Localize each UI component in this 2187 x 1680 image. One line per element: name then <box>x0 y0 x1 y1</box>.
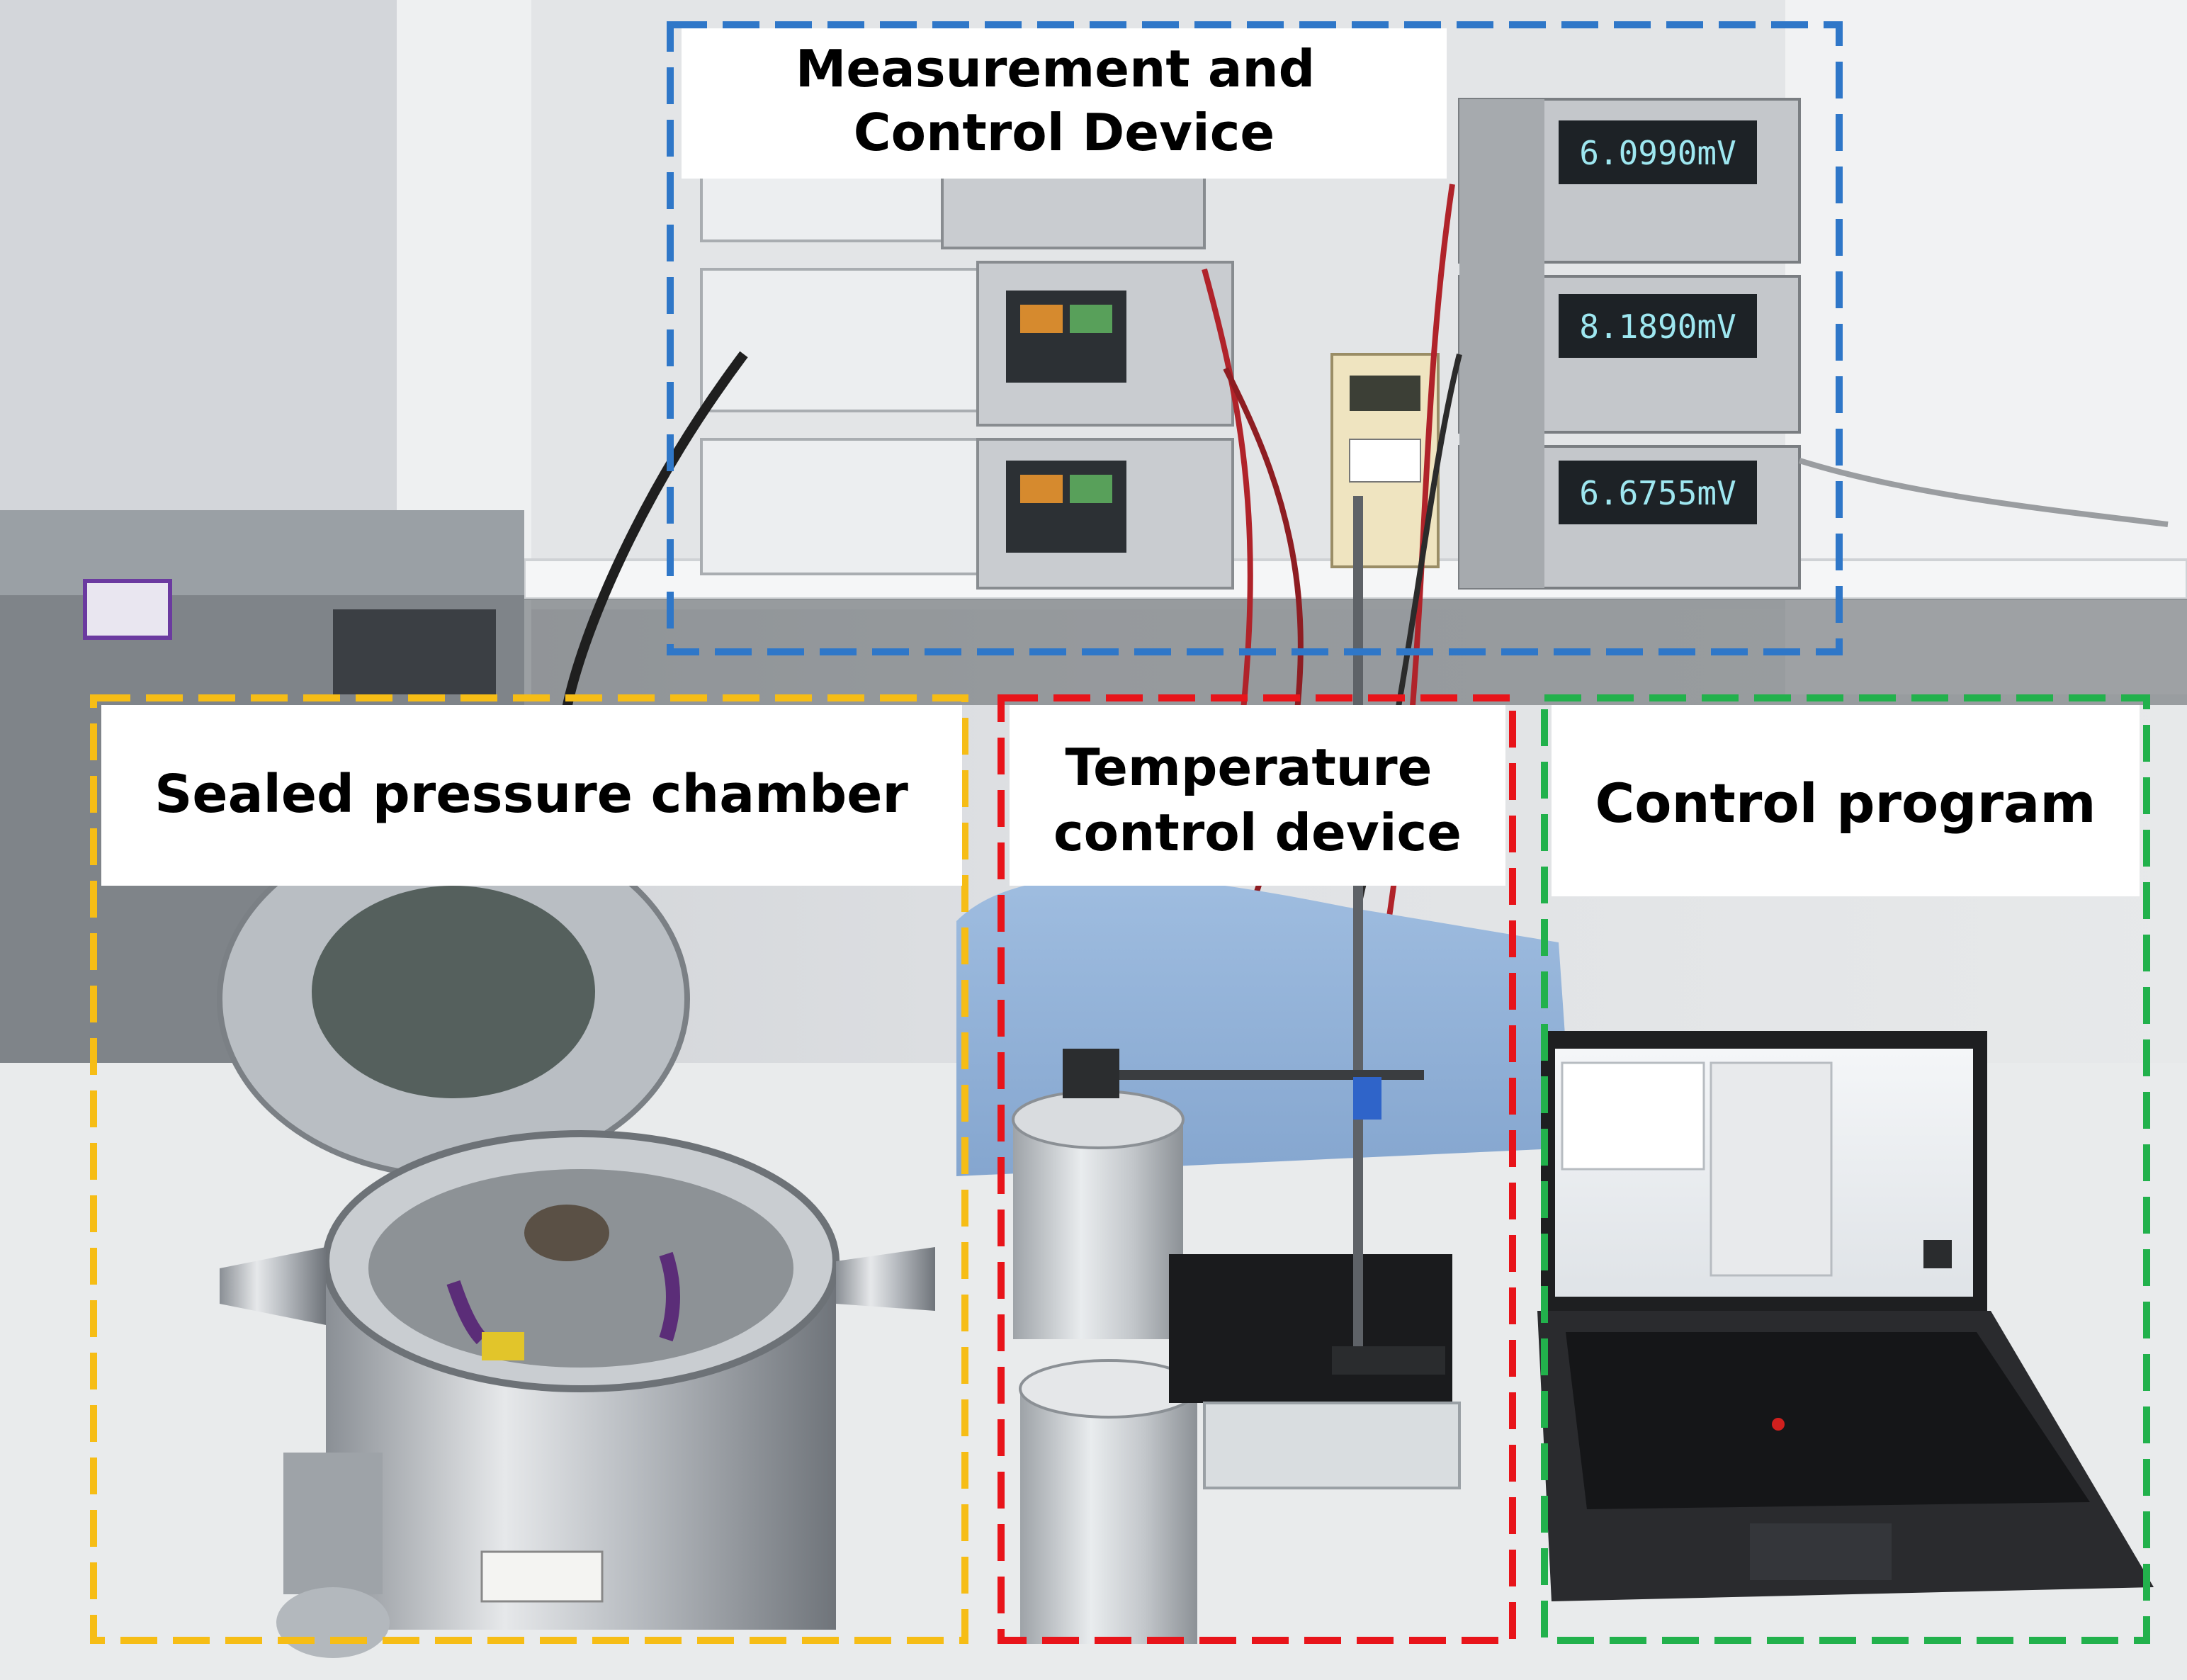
dmm-bottom-readout: 6.6755mV <box>1579 474 1736 512</box>
left-cabinet-top <box>0 510 524 595</box>
measurement-region-outline <box>667 21 1843 655</box>
temperature-label-line-2: control device <box>1053 803 1462 862</box>
pressure-chamber-vessel <box>217 819 935 1658</box>
chamber-region-outline <box>90 694 968 1644</box>
temperature-label-line-1: Temperature <box>1066 738 1432 797</box>
chamber-label: Sealed pressure chamber <box>154 764 908 825</box>
program-label-box <box>1552 705 2140 896</box>
measurement-label-box <box>682 28 1447 179</box>
laptop <box>1537 1031 2154 1601</box>
dmm-top-readout: 6.0990mV <box>1579 134 1736 172</box>
measurement-label-line-1: Measurement and <box>796 39 1316 98</box>
multimeter-stack <box>1458 98 1801 590</box>
program-label: Control program <box>1595 772 2096 835</box>
temperature-display-unit <box>1330 353 1440 568</box>
temperature-label: Temperature control device <box>1053 738 1462 862</box>
measurement-label: Measurement and Control Device <box>796 39 1333 162</box>
measurement-label-line-2: Control Device <box>854 103 1275 162</box>
dmm-middle-readout: 8.1890mV <box>1579 308 1736 346</box>
cabinet-control-panel <box>333 609 496 694</box>
cabinet-sticker <box>83 579 172 640</box>
chamber-label-box <box>101 705 962 886</box>
instrument-stack-left <box>700 119 1234 590</box>
temperature-label-box <box>1010 705 1505 886</box>
program-region-outline <box>1541 694 2150 1644</box>
temperature-region-outline <box>998 694 1516 1644</box>
